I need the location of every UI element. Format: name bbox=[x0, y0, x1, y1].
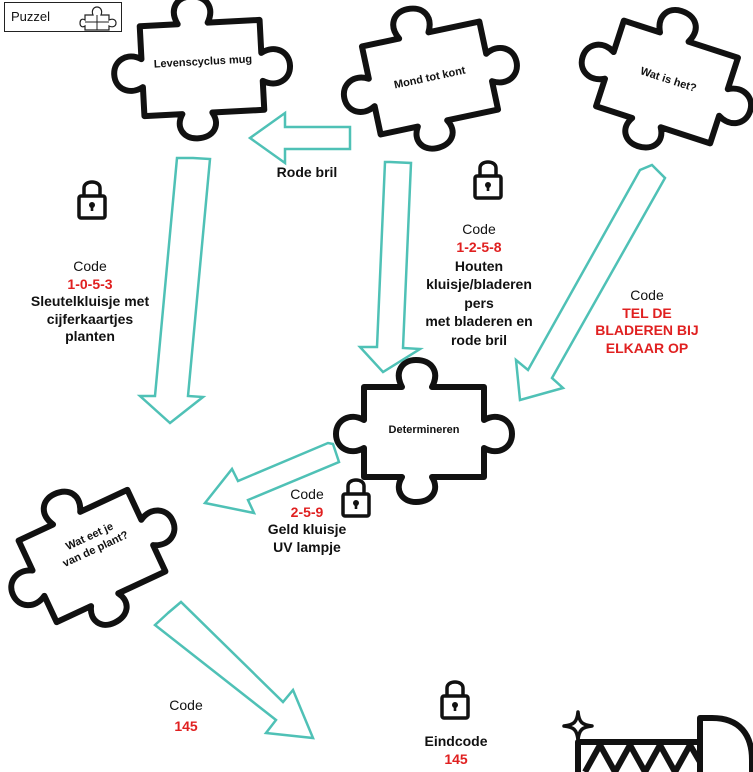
lock-icon bbox=[440, 680, 470, 720]
code-block-geld: Code 2-5-9 Geld kluisje UV lampje bbox=[267, 486, 347, 555]
arrow-levenscyclus-to-wateet bbox=[136, 156, 212, 425]
arrow-determineren-to-wateet bbox=[202, 441, 341, 515]
code-block-right: Code TEL DE BLADEREN BIJ ELKAAR OP bbox=[595, 287, 699, 356]
arrow-watishet-to-determineren bbox=[514, 163, 667, 402]
code-block-left: Code 1-0-5-3 Sleutelkluisje met cijferka… bbox=[30, 258, 150, 344]
arrow-label-rode-bril: Rode bril bbox=[276, 164, 338, 180]
lock-icon bbox=[77, 180, 107, 220]
puzzle-piece-watishet bbox=[562, 0, 753, 176]
treasure-chest-icon bbox=[575, 715, 753, 772]
puzzle-icon bbox=[79, 6, 117, 31]
legend-box: Puzzel bbox=[4, 2, 122, 32]
code-block-middle: Code 1-2-5-8 Houten kluisje/bladeren per… bbox=[425, 221, 533, 348]
arrow-mond-to-levenscyclus bbox=[247, 110, 352, 166]
sparkle-icon bbox=[562, 710, 594, 742]
piece-label-determineren: Determineren bbox=[388, 424, 460, 436]
code-block-bottom: Code 145 bbox=[169, 697, 203, 734]
code-block-eind: Eindcode 145 bbox=[424, 733, 488, 767]
legend-label: Puzzel bbox=[11, 9, 51, 24]
puzzle-piece-levenscyclus bbox=[110, 0, 293, 143]
lock-icon bbox=[473, 160, 503, 200]
arrow-mond-to-determineren bbox=[357, 160, 425, 374]
arrow-wateet-to-chest bbox=[153, 600, 315, 740]
